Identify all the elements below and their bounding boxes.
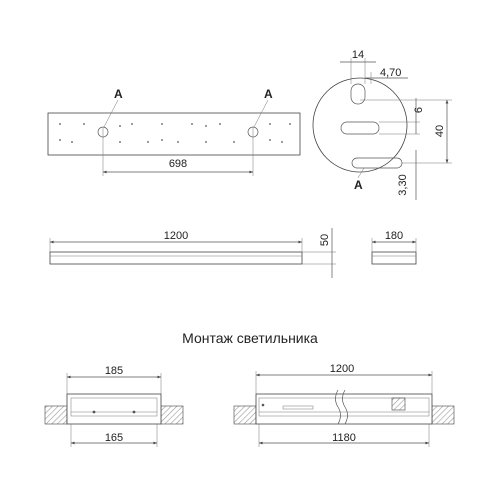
perforation-dot (269, 123, 271, 125)
dim-depth: 180 (385, 230, 403, 242)
dim-install-inner-length: 1180 (332, 432, 356, 444)
callout-left-label: A (114, 87, 123, 101)
fixture-long-inner (258, 397, 430, 417)
perforation-dot (161, 123, 163, 125)
callout-right-leader (253, 99, 269, 128)
perforation-dot (289, 123, 291, 125)
ceiling-left (44, 405, 68, 425)
dim-height: 50 (319, 234, 331, 246)
callout-left-leader (103, 99, 119, 128)
section-title: Монтаж светильника (182, 330, 318, 346)
perforation-dot (205, 125, 207, 127)
dim-end-height: 40 (434, 125, 446, 137)
dim-length: 1200 (164, 230, 188, 242)
dim-slot-width: 14 (352, 49, 364, 61)
slot-vertical (350, 83, 366, 105)
fixture-long-body (255, 393, 433, 425)
perforation-dot (119, 125, 121, 127)
screw (132, 410, 136, 414)
section-view: 180 (371, 230, 417, 265)
perforation-dot (281, 141, 283, 143)
callout-side-leader (357, 167, 365, 179)
perforation-dot (59, 123, 61, 125)
dim-install-length: 1200 (330, 363, 354, 375)
fixture-top-dots (59, 123, 291, 143)
fixture-top-outline (47, 112, 301, 156)
perforation-dot (233, 141, 235, 143)
driver-block (391, 397, 406, 411)
dim-slot-height: 6 (413, 107, 425, 113)
perforation-dot (161, 139, 163, 141)
break-mark (335, 389, 341, 425)
top-view: A A 698 (47, 87, 301, 176)
perforation-dot (269, 139, 271, 141)
screw (92, 410, 96, 414)
ceiling-right (160, 405, 184, 425)
callout-side-label: A (354, 178, 363, 192)
fixture-section-inner (70, 397, 158, 417)
install-section-view: 185 165 (44, 365, 184, 447)
side-view: 1200 50 (49, 228, 336, 278)
ceiling-left (233, 405, 257, 425)
end-plate-outline (312, 77, 408, 173)
fixture-long-mount (282, 405, 314, 410)
dim-cutout-inner: 165 (105, 432, 123, 444)
slot-horizontal-upper (340, 121, 380, 135)
ceiling-right (431, 405, 455, 425)
screw (261, 403, 265, 407)
perforation-dot (191, 123, 193, 125)
break-mark (342, 389, 348, 425)
dim-slot-gap: 3,30 (397, 174, 409, 195)
dim-slot-offset: 4,70 (380, 67, 401, 79)
dim-cutout-outer: 185 (105, 365, 123, 377)
perforation-dot (59, 139, 61, 141)
perforation-dot (131, 123, 133, 125)
perforation-dot (147, 141, 149, 143)
end-view: 14 4,70 6 40 3,30 A (312, 49, 452, 200)
perforation-dot (119, 141, 121, 143)
perforation-dot (219, 123, 221, 125)
perforation-dot (205, 141, 207, 143)
perforation-dot (83, 123, 85, 125)
callout-right-label: A (264, 87, 273, 101)
perforation-dot (177, 141, 179, 143)
fixture-side-outline (49, 251, 303, 265)
fixture-section-body (66, 393, 162, 425)
fixture-section-outline (371, 251, 417, 265)
dim-mount-spacing: 698 (169, 158, 187, 170)
perforation-dot (71, 141, 73, 143)
install-longitudinal-view: 1200 1180 (233, 363, 455, 447)
